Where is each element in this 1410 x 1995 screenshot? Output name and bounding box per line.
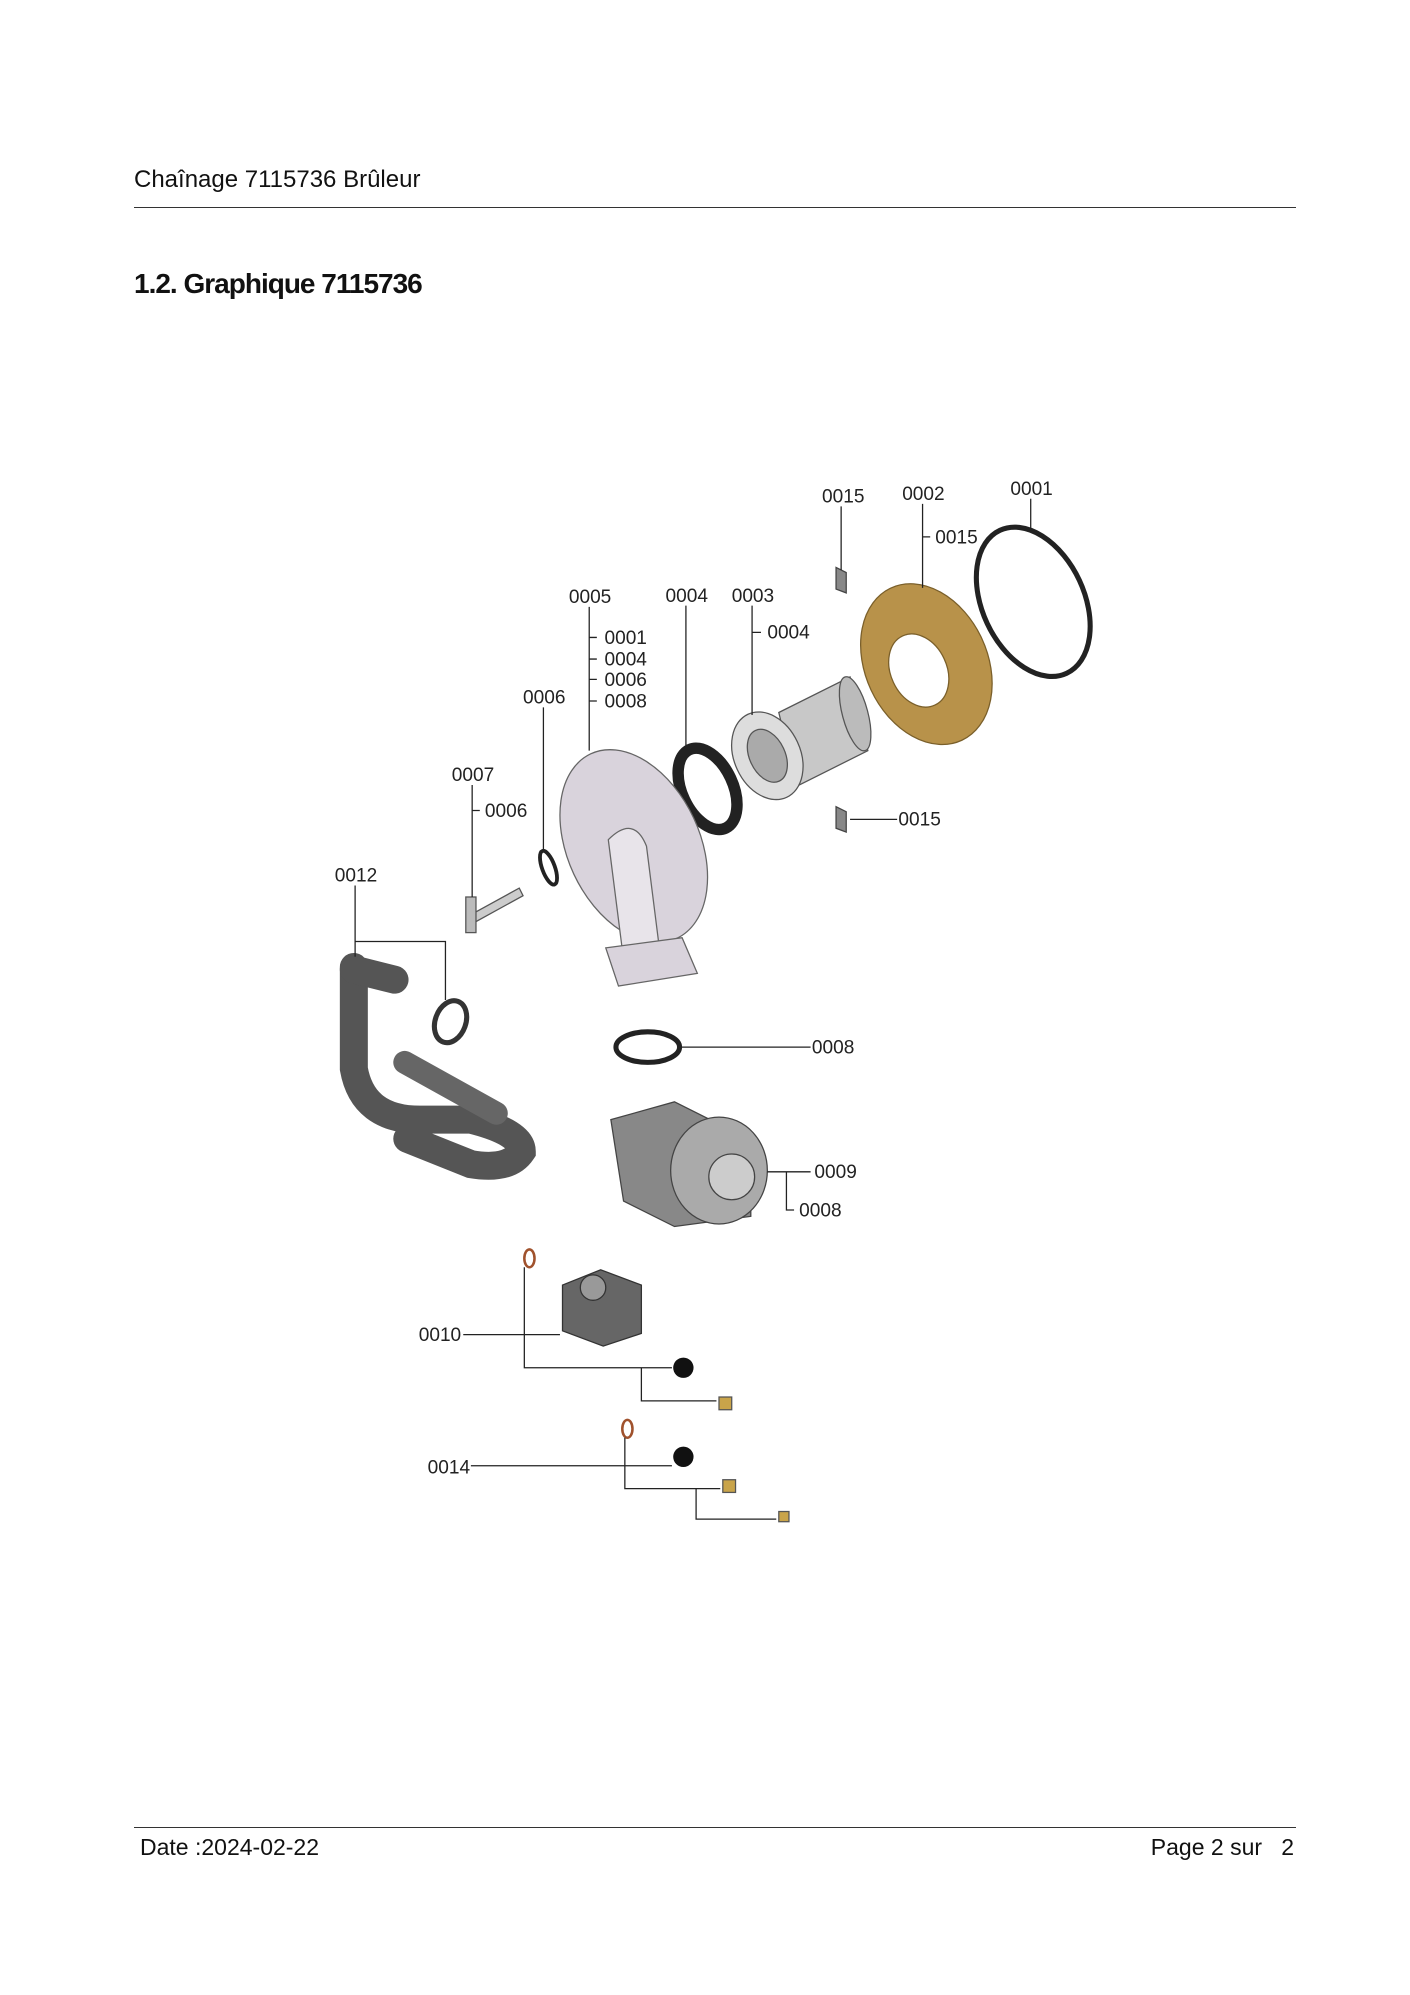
burner-door-0005: [559, 749, 709, 987]
nozzle-1: [718, 1396, 733, 1411]
section-title: 1.2. Graphique 7115736: [134, 268, 423, 299]
gasket-0004: [672, 742, 743, 836]
leader-lines: [354, 498, 1032, 1520]
callout-0009-sub: 0008: [799, 1200, 841, 1221]
oring-small-2: [621, 1418, 634, 1439]
seal-0008: [613, 1029, 683, 1065]
callout-0005: 0005: [569, 587, 611, 608]
seal-0006: [538, 848, 559, 887]
brass-plate-0002: [859, 583, 993, 746]
nozzle-2: [722, 1479, 737, 1494]
callout-0005-sub2: 0004: [604, 649, 647, 670]
burner-tube-0003: [731, 675, 872, 801]
cap-black-1: [673, 1357, 694, 1378]
oring-0001: [973, 524, 1093, 680]
callout-0015-top: 0015: [822, 487, 864, 508]
callout-0006: 0006: [523, 688, 565, 709]
callout-0001: 0001: [1010, 479, 1052, 500]
electrode-0007: [465, 887, 524, 934]
callout-0009: 0009: [814, 1162, 856, 1183]
callout-0010: 0010: [419, 1325, 461, 1346]
callout-0015-bottom: 0015: [898, 810, 940, 831]
oring-small-1: [523, 1248, 536, 1269]
clip-0015-top: [835, 566, 847, 594]
callout-0005-sub3: 0006: [604, 670, 646, 691]
callout-0005-sub4: 0008: [604, 691, 646, 712]
callout-0002-sub: 0015: [935, 527, 977, 548]
callout-0003-sub: 0004: [767, 623, 810, 644]
footer-date: Date :2024-02-22: [140, 1834, 320, 1860]
footer-page-number: Page 2 sur 2: [1150, 1834, 1294, 1860]
callout-0014: 0014: [428, 1457, 471, 1478]
document-header: Chaînage 7115736 Brûleur: [134, 166, 421, 193]
clip-0015-bottom: [835, 805, 847, 834]
fan-0009: [610, 1101, 768, 1228]
cap-black-2: [673, 1446, 694, 1467]
footer-divider: [134, 1827, 1296, 1828]
callout-0007: 0007: [452, 765, 494, 786]
callout-0002: 0002: [902, 484, 944, 505]
nozzle-3: [778, 1510, 790, 1523]
callout-0008: 0008: [812, 1037, 854, 1058]
header-divider: [134, 207, 1296, 208]
air-pipe-0012: [339, 952, 536, 1180]
callout-0007-sub: 0006: [485, 801, 527, 822]
callout-0012: 0012: [335, 866, 377, 887]
callout-0005-sub1: 0001: [604, 628, 646, 649]
oring-0012: [431, 998, 470, 1046]
callout-0003: 0003: [732, 586, 774, 607]
callout-0004: 0004: [666, 586, 709, 607]
gas-valve-0010: [561, 1269, 643, 1347]
